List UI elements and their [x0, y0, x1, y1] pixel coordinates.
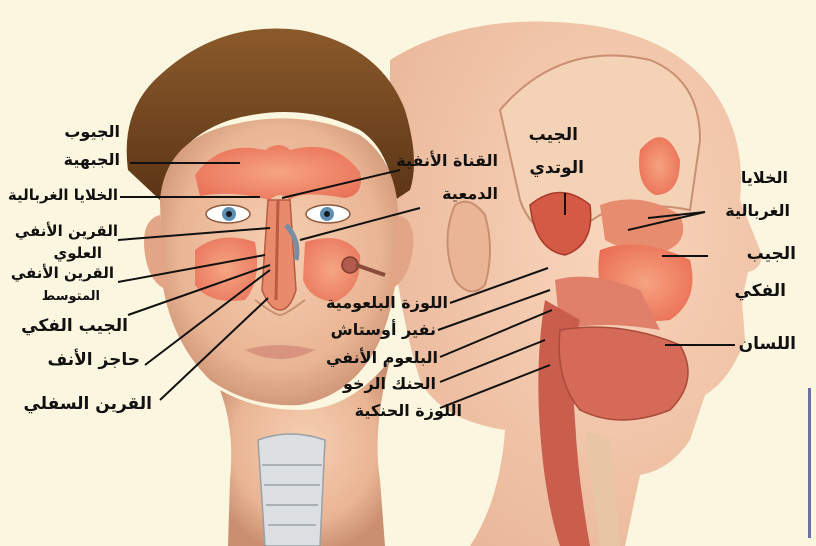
trachea-shape [258, 434, 325, 546]
label-middle-concha-2: المتوسط [42, 290, 100, 303]
label-nasolacrimal-2: الدمعية [442, 186, 498, 202]
label-palatine-tonsil: اللوزة الحنكية [355, 403, 462, 419]
right-edge-bar [808, 388, 811, 538]
label-soft-palate: الحنك الرخو [343, 376, 436, 392]
septum-shape [276, 200, 278, 300]
tongue-shape [559, 327, 688, 420]
label-ethmoid-front: الخلايا الغربالية [8, 188, 118, 203]
label-superior-concha-1: القرين الأنفي [15, 224, 118, 239]
label-nasopharynx: البلعوم الأنفي [326, 350, 438, 366]
ear-shape [448, 202, 491, 292]
label-superior-concha-2: العلوي [53, 246, 102, 261]
label-sphenoid-2: الوتدي [529, 160, 584, 177]
label-ethmoid-side-2: الغربالية [725, 203, 790, 219]
label-nasolacrimal-1: القناة الأنفية [396, 153, 498, 169]
label-sphenoid-1: الجيب [529, 127, 578, 144]
label-maxillary-front: الجيب الفكي [21, 318, 128, 335]
label-adenoid: اللوزة البلعومية [326, 295, 448, 311]
label-nasal-septum: حاجز الأنف [48, 352, 141, 369]
label-eustachian: نفير أوستاش [331, 322, 436, 338]
label-middle-concha-1: القرين الأنفي [11, 266, 114, 281]
label-maxillary-side-2: الفكي [734, 283, 786, 300]
side-profile [390, 22, 761, 546]
label-frontal-sinus-2: الجبهية [64, 152, 120, 168]
label-ethmoid-side-1: الخلايا [741, 170, 788, 186]
maxillary-sinus-left [195, 238, 257, 302]
front-face [127, 28, 414, 546]
label-frontal-sinus-1: الجيوب [64, 124, 120, 140]
label-inferior-concha: القرين السفلي [23, 396, 152, 413]
label-maxillary-side-1: الجيب [747, 246, 796, 263]
label-tongue: اللسان [739, 336, 796, 353]
